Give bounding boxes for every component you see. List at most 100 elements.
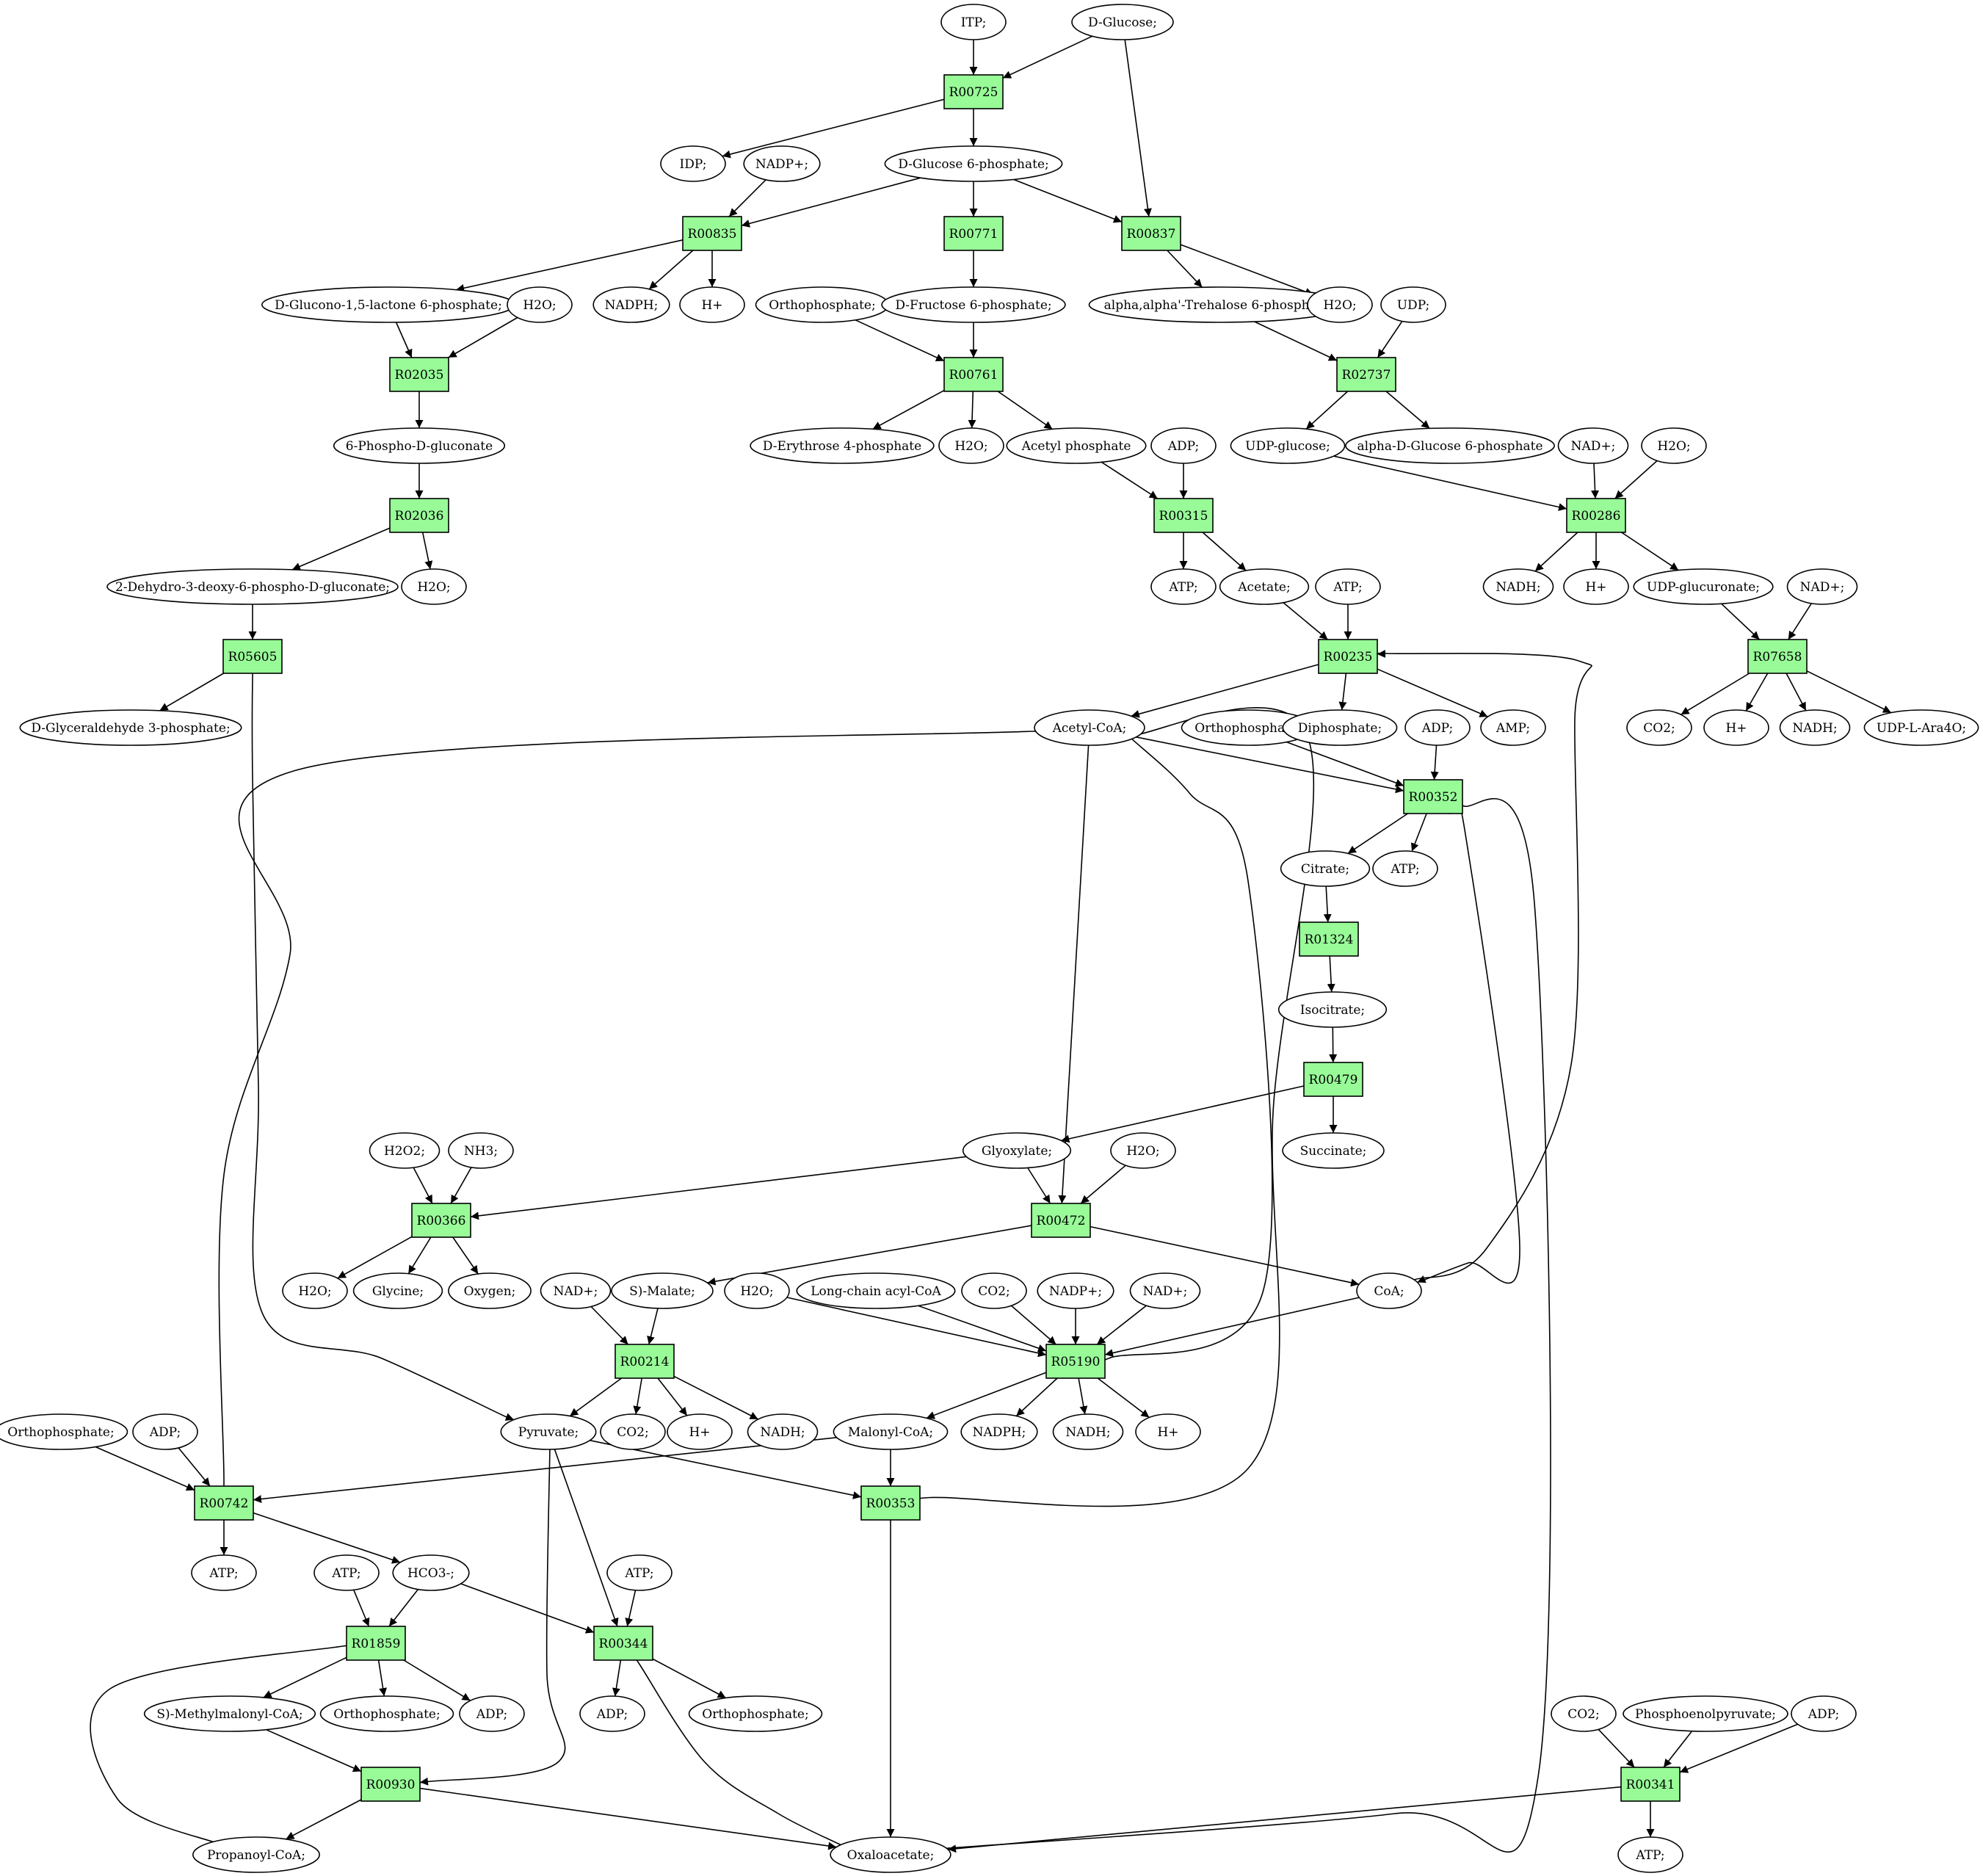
compound-ellipse	[938, 427, 1004, 464]
compound-node-orthophosphate: Orthophosphate;	[1181, 709, 1316, 746]
edge-r05190-to-malonylcoa	[926, 1372, 1047, 1419]
edge-acetate-to-r00235	[1283, 602, 1328, 640]
compound-ellipse	[19, 709, 242, 746]
edge-r00214-to-nadh_3	[673, 1375, 758, 1420]
edge-r00479-to-glyoxylate	[1061, 1085, 1305, 1143]
node-label: HCO3-;	[407, 1566, 454, 1581]
edge-nad_3-to-r00214	[590, 1305, 629, 1345]
node-label: R00341	[1626, 1778, 1675, 1792]
edge-h2o_8-to-r05190	[786, 1297, 1047, 1358]
node-label: R02737	[1342, 368, 1391, 383]
reaction-box	[222, 639, 283, 674]
edge-r00352-to-atp_3	[1410, 813, 1427, 852]
edge-r00837-to-trehalose6p	[1167, 250, 1203, 288]
compound-ellipse	[1034, 709, 1145, 746]
reaction-box	[1403, 779, 1463, 814]
compound-node-malonyl-coa: Malonyl-CoA;	[833, 1413, 949, 1450]
reaction-box	[1299, 921, 1359, 957]
compound-node-oxaloacetate: Oxaloacetate;	[830, 1836, 951, 1873]
compound-node-nh3: NH3;	[448, 1132, 514, 1169]
reaction-node-r00315: R00315	[1153, 498, 1214, 533]
edge-r05605-to-pyruvate	[251, 673, 519, 1423]
compound-ellipse	[1345, 427, 1555, 464]
node-label: Orthophosphate;	[769, 298, 875, 313]
compound-node-glyoxylate: Glyoxylate;	[962, 1132, 1072, 1169]
compound-node-co2: CO2;	[1626, 709, 1692, 746]
compound-node-acetate: Acetate;	[1219, 568, 1310, 605]
reaction-box	[346, 1626, 406, 1661]
node-label: H2O;	[523, 298, 556, 313]
compound-node-adp: ADP;	[1404, 709, 1471, 746]
compound-ellipse	[1356, 1272, 1422, 1309]
edge-hco3-to-r00344	[460, 1583, 595, 1634]
reaction-node-r00742: R00742	[194, 1485, 254, 1521]
compound-ellipse	[540, 1272, 612, 1309]
edge-r05605-to-gap	[159, 673, 225, 711]
compound-node-nadph: NADPH;	[960, 1413, 1038, 1450]
node-label: Diphosphate;	[1298, 721, 1382, 736]
edge-r00366-to-oxygen	[452, 1236, 479, 1275]
compound-ellipse	[961, 1272, 1027, 1309]
reaction-node-r00286: R00286	[1566, 498, 1626, 533]
node-label: Isocitrate;	[1300, 1003, 1365, 1018]
compound-node-co2: CO2;	[961, 1272, 1027, 1309]
node-label: H2O;	[1126, 1144, 1159, 1159]
reaction-box	[615, 1344, 675, 1379]
reaction-box	[1747, 639, 1808, 674]
edge-nad_2-to-r07658	[1788, 603, 1812, 640]
node-label: CO2;	[1567, 1707, 1600, 1722]
compound-node-6-phospho-d-gluconate: 6-Phospho-D-gluconate	[333, 427, 506, 464]
compound-ellipse	[191, 1554, 257, 1591]
edge-glucono-to-r02035	[395, 322, 413, 358]
compound-node-atp: ATP;	[1617, 1836, 1683, 1873]
reaction-node-r00837: R00837	[1121, 216, 1181, 251]
edge-r00761-to-erythrose4p	[872, 389, 945, 430]
reaction-box	[1336, 357, 1396, 392]
compound-ellipse	[143, 1695, 316, 1732]
compound-ellipse	[747, 1413, 819, 1450]
edge-r00366-to-h2o_7	[337, 1236, 413, 1279]
node-label: Succinate;	[1300, 1144, 1367, 1159]
edge-r00344-to-oxaloacetate	[632, 1654, 849, 1851]
compound-node-coa: CoA;	[1356, 1272, 1422, 1309]
compound-node-nadh: NADH;	[1482, 568, 1554, 605]
compound-node-2-dehydro-3-deoxy-6-phospho-d-gluconate: 2-Dehydro-3-deoxy-6-phospho-D-gluconate;	[106, 568, 399, 605]
compound-node-adp: ADP;	[1150, 427, 1217, 464]
node-label: NADPH;	[605, 298, 659, 313]
reaction-box	[411, 1203, 471, 1238]
compound-ellipse	[606, 1554, 673, 1591]
edge-smethylmalonyl-to-r00930	[266, 1728, 362, 1772]
compound-node-nad: NAD+;	[1557, 427, 1629, 464]
compound-ellipse	[1863, 709, 1979, 746]
node-label: CO2;	[617, 1425, 649, 1440]
edge-r07658-to-udparabinose	[1806, 670, 1892, 714]
edge-r00835-to-nadph_1	[648, 250, 694, 290]
edge-orthophosphate_2-to-r00352	[1286, 741, 1404, 787]
edge-h2o_4-to-r00286	[1614, 460, 1658, 499]
node-label: Glycine;	[372, 1284, 424, 1299]
edge-hco3-to-r01859	[388, 1589, 419, 1627]
compound-ellipse	[1150, 568, 1217, 605]
edge-citrate-to-r01324	[1323, 886, 1332, 923]
node-label: NADH;	[1792, 721, 1837, 736]
compound-node-d-fructose-6-phosphate: D-Fructose 6-phosphate;	[881, 286, 1066, 323]
edge-r00344-to-adp_5	[612, 1659, 622, 1697]
compound-node-orthophosphate: Orthophosphate;	[319, 1695, 454, 1732]
compound-ellipse	[750, 427, 935, 464]
edge-r00742-to-acetylcoa	[218, 727, 1103, 1505]
compound-node-d-glucose-6-phosphate: D-Glucose 6-phosphate;	[884, 145, 1063, 182]
compound-ellipse	[724, 1272, 790, 1309]
compound-ellipse	[1071, 4, 1174, 40]
node-label: Glyoxylate;	[982, 1144, 1052, 1159]
node-label: H2O2;	[384, 1144, 425, 1159]
node-label: Oxaloacetate;	[847, 1848, 935, 1863]
compound-ellipse	[282, 1272, 348, 1309]
compound-ellipse	[743, 145, 821, 182]
compound-node-h2o: H2O;	[282, 1272, 348, 1309]
compound-node-atp: ATP;	[1315, 568, 1381, 605]
compound-node-acetyl-coa: Acetyl-CoA;	[1034, 709, 1145, 746]
edge-r00353-to-acetylcoa	[899, 706, 1315, 1507]
node-label: R01324	[1305, 932, 1354, 947]
compound-ellipse	[881, 286, 1066, 323]
compound-node-h: H+	[667, 1413, 733, 1450]
